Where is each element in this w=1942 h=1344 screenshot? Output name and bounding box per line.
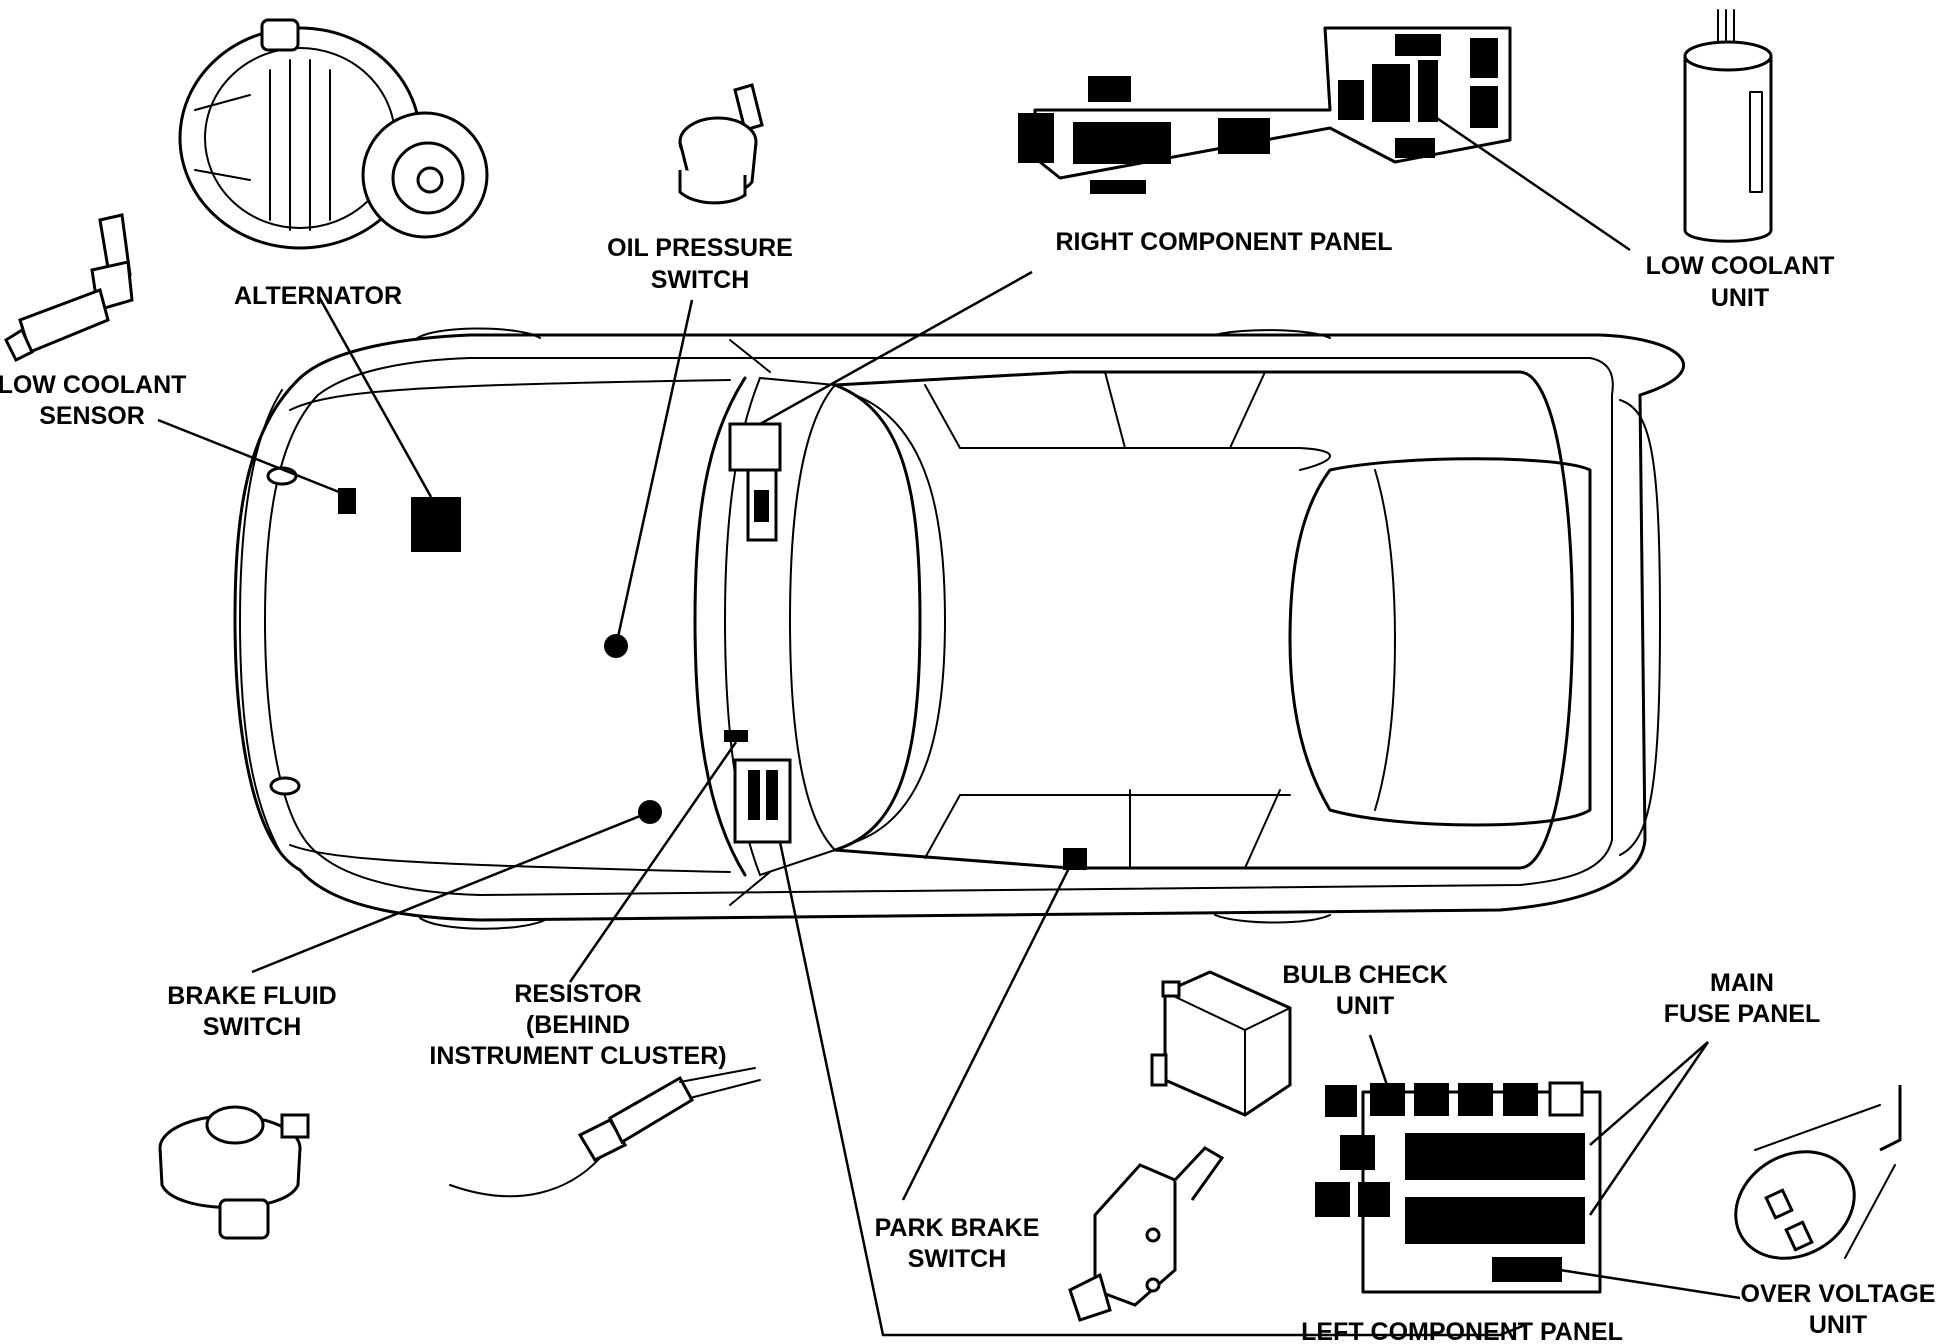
label-over-voltage-line1: OVER VOLTAGE <box>1741 1280 1936 1308</box>
label-oil-pressure-line1: OIL PRESSURE <box>607 234 793 262</box>
label-oil-pressure-line2: SWITCH <box>651 266 750 294</box>
label-main-fuse-line1: MAIN <box>1710 969 1774 997</box>
label-brake-fluid-line1: BRAKE FLUID <box>167 982 336 1010</box>
car-markers <box>338 422 1087 870</box>
resistor-drawing <box>449 1067 761 1198</box>
oil-pressure-switch-drawing <box>678 83 764 205</box>
label-low-coolant-unit-line1: LOW COOLANT <box>1646 252 1835 280</box>
label-bulb-check-line2: UNIT <box>1336 992 1394 1020</box>
over-voltage-unit-drawing <box>1734 1085 1902 1260</box>
park-brake-switch-marker <box>1063 848 1087 870</box>
alternator-drawing <box>178 18 489 250</box>
left-component-panel-drawing <box>1315 1081 1602 1294</box>
leader-lines <box>157 108 1741 1337</box>
label-park-brake-line2: SWITCH <box>908 1245 1007 1273</box>
label-alternator: ALTERNATOR <box>234 282 402 310</box>
label-over-voltage-line2: UNIT <box>1809 1311 1867 1339</box>
label-main-fuse-line2: FUSE PANEL <box>1664 1000 1821 1028</box>
labels: ALTERNATOR LOW COOLANT SENSOR OIL PRESSU… <box>0 228 1935 1344</box>
car-body <box>233 327 1686 930</box>
label-low-coolant-sensor-line2: SENSOR <box>39 402 145 430</box>
bulb-check-unit-drawing <box>1150 970 1292 1117</box>
label-bulb-check-line1: BULB CHECK <box>1282 961 1447 989</box>
right-panel-marker-box-lower <box>746 468 778 542</box>
label-low-coolant-sensor-line1: LOW COOLANT <box>0 371 186 399</box>
right-panel-marker-box <box>728 422 782 472</box>
right-component-panel-drawing <box>1018 26 1512 194</box>
park-brake-switch-drawing <box>1068 1146 1225 1322</box>
label-resistor-line2: (BEHIND <box>526 1011 630 1039</box>
label-brake-fluid-line2: SWITCH <box>203 1013 302 1041</box>
low-coolant-unit-drawing <box>1683 9 1773 243</box>
label-low-coolant-unit-line2: UNIT <box>1711 284 1769 312</box>
label-resistor-line1: RESISTOR <box>514 980 641 1008</box>
low-coolant-sensor-drawing <box>4 213 134 363</box>
label-right-component-panel: RIGHT COMPONENT PANEL <box>1055 228 1392 256</box>
left-panel-marker-box <box>733 758 792 844</box>
alternator-marker <box>411 497 461 552</box>
brake-fluid-switch-drawing <box>158 1105 310 1240</box>
label-resistor-line3: INSTRUMENT CLUSTER) <box>429 1042 726 1070</box>
resistor-marker <box>724 730 748 742</box>
label-left-component-panel: LEFT COMPONENT PANEL <box>1301 1318 1623 1344</box>
label-park-brake-line1: PARK BRAKE <box>875 1214 1040 1242</box>
